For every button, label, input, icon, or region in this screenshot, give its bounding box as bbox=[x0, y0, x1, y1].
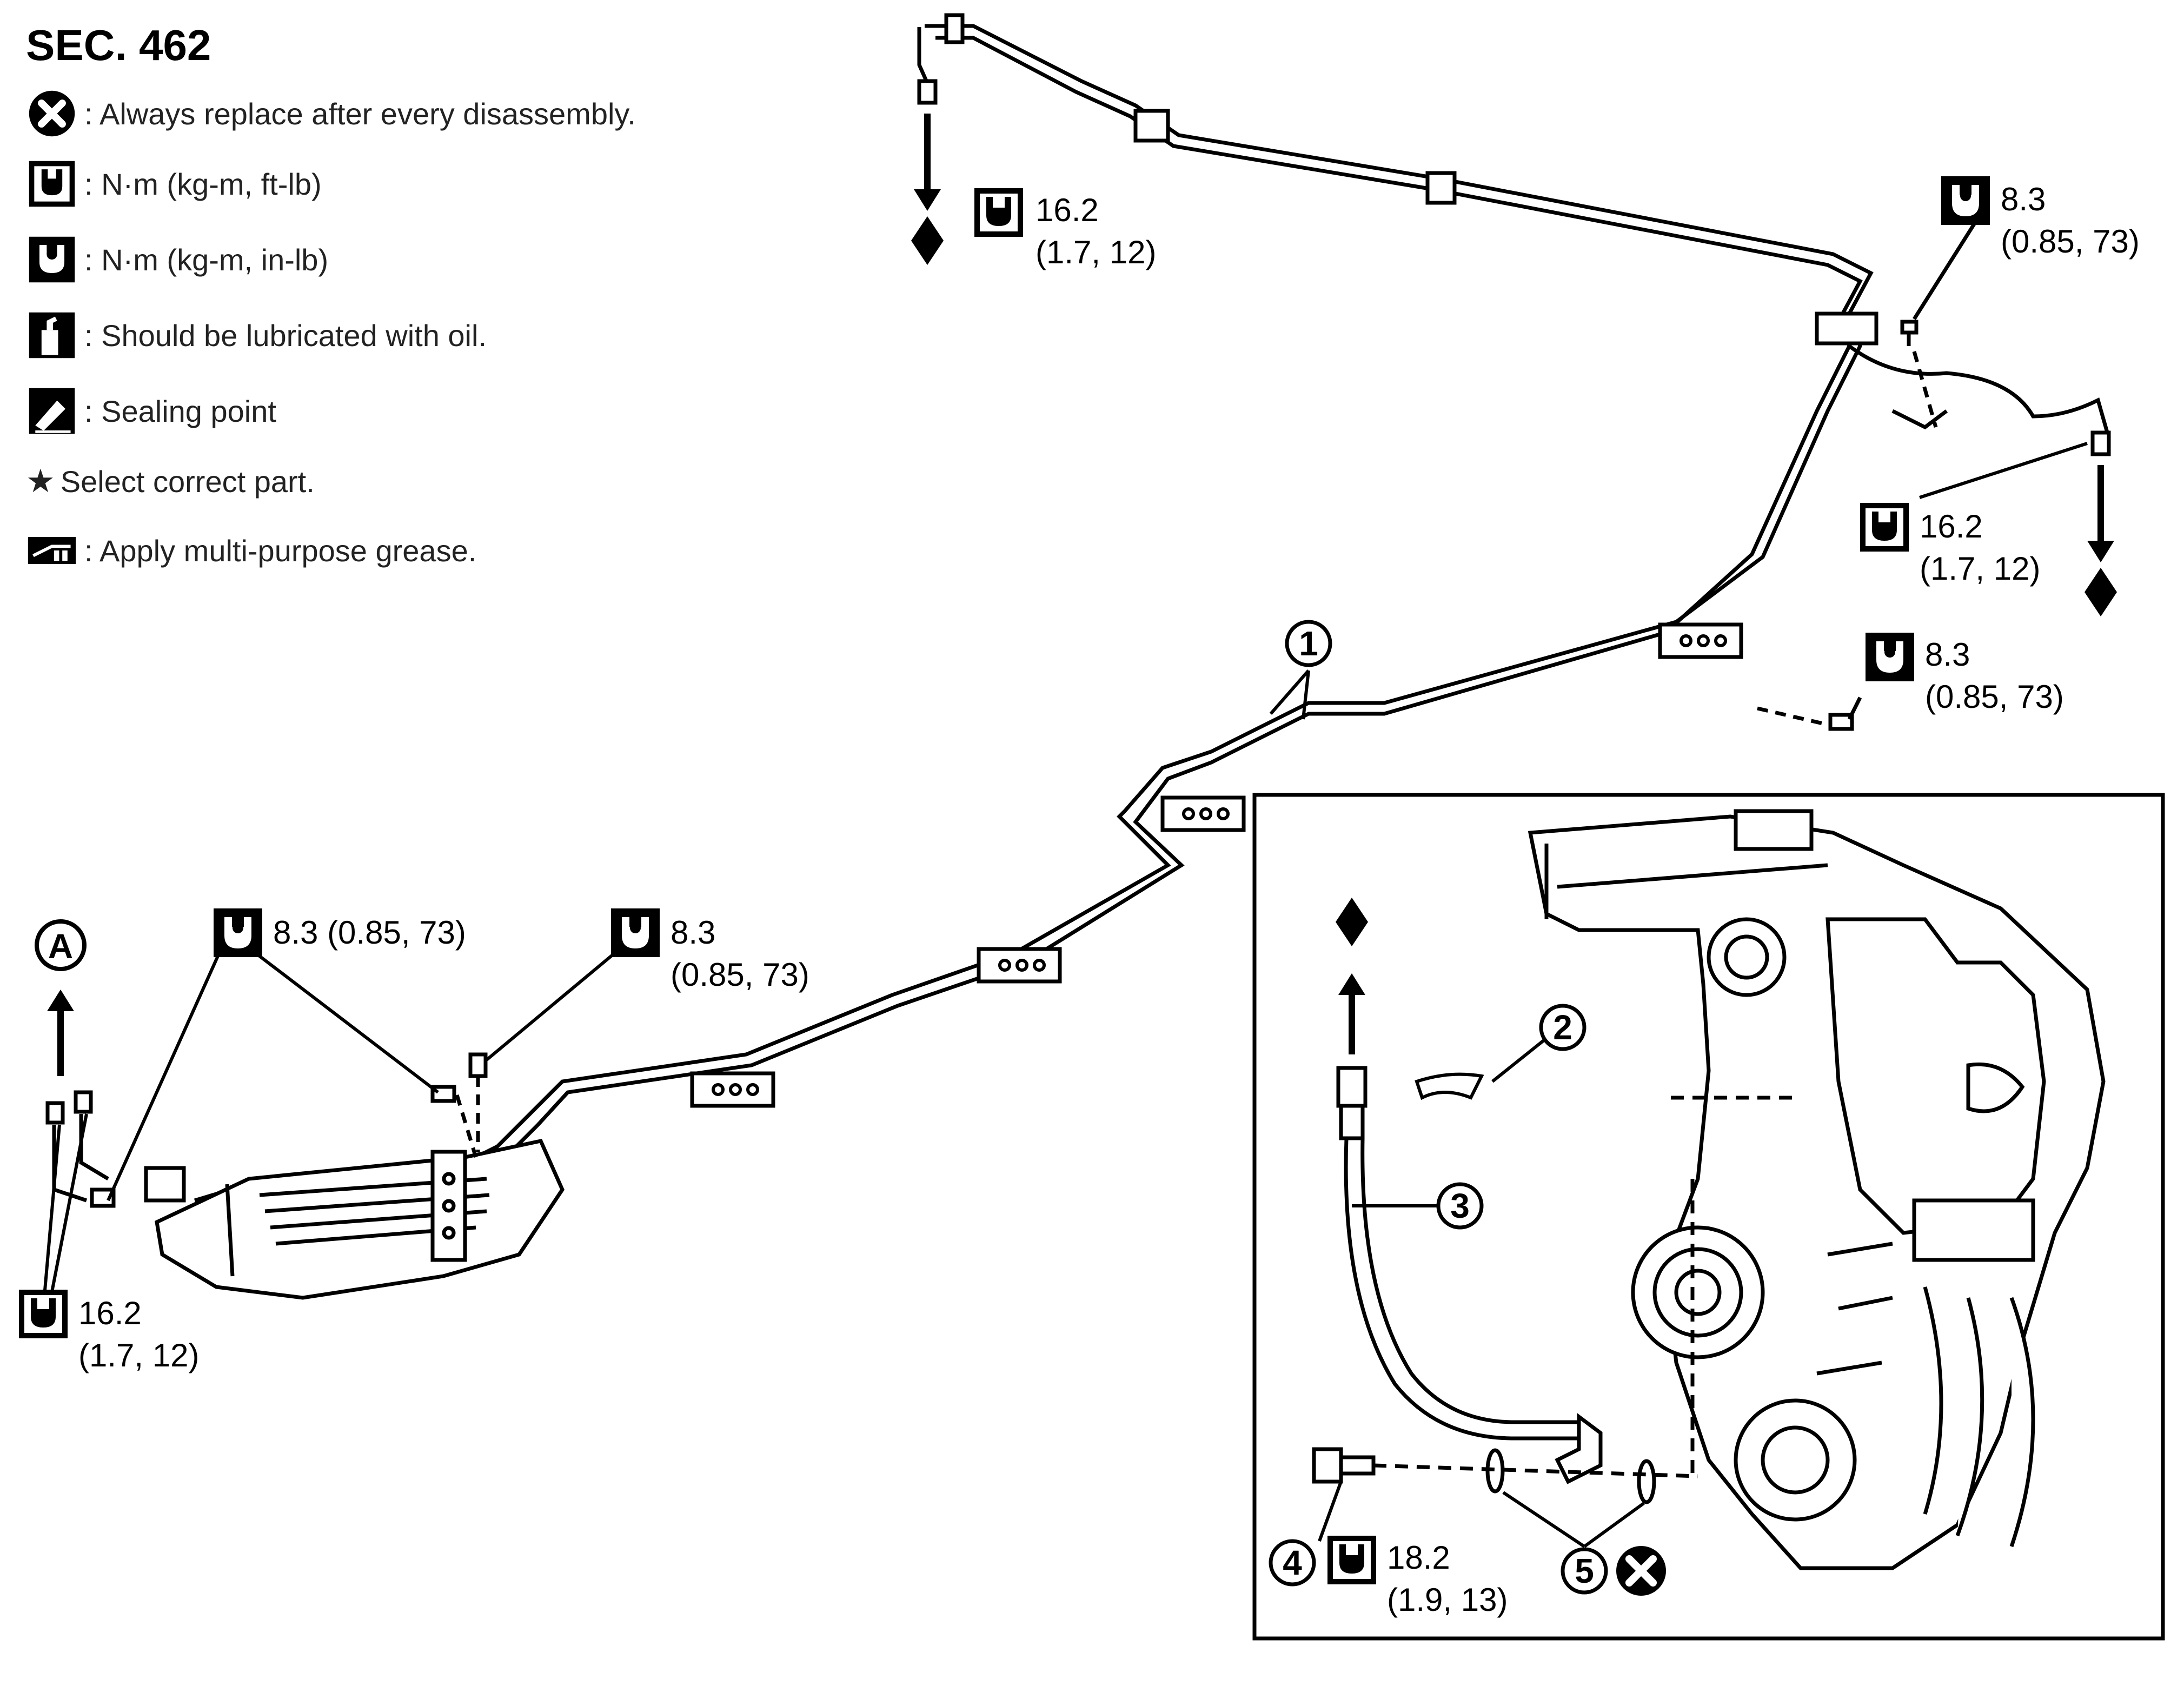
legend-text-star: Select correct part. bbox=[60, 464, 315, 499]
tube-clip-upper-3 bbox=[1815, 311, 1878, 346]
torque-right-fitting-sub: (1.7, 12) bbox=[1920, 550, 2041, 587]
torque-ftlb-icon bbox=[19, 1290, 68, 1338]
tube-clip-middle-1 bbox=[1163, 798, 1244, 830]
callout-4: 4 bbox=[1269, 1539, 1316, 1587]
callout-5-number: 5 bbox=[1575, 1551, 1594, 1590]
torque-left-bolt-label: 8.3 (0.85, 73) bbox=[273, 914, 466, 951]
view-a-arrow bbox=[47, 990, 74, 1076]
legend-sealing: : Sealing point bbox=[26, 384, 276, 438]
legend-text-torque-ftlb: : N·m (kg-m, ft-lb) bbox=[84, 167, 322, 201]
copper-washer-clip bbox=[1415, 1037, 1548, 1100]
left-fittings bbox=[45, 1090, 186, 1208]
torque-inlb-icon bbox=[29, 236, 75, 283]
callout-3-number: 3 bbox=[1450, 1186, 1470, 1225]
torque-ftlb-icon bbox=[1860, 503, 1909, 552]
callout-2: 2 bbox=[1539, 1004, 1586, 1051]
brake-hose bbox=[1336, 1066, 1603, 1484]
sealing-point-icon bbox=[29, 388, 75, 434]
union-bolt bbox=[1312, 1447, 1698, 1484]
tube-clip-middle-3 bbox=[692, 1073, 773, 1106]
torque-right-fitting-value: 16.2 bbox=[1920, 508, 1983, 545]
callout-1: 1 bbox=[1269, 620, 1332, 720]
legend-text-grease: : Apply multi-purpose grease. bbox=[84, 533, 477, 568]
torque-inset-bolt-sub: (1.9, 13) bbox=[1387, 1582, 1508, 1618]
tube-clip-upper-1 bbox=[1133, 109, 1170, 143]
torque-center-bolt-value: 8.3 bbox=[671, 914, 716, 951]
torque-top-right-bolt-value: 8.3 bbox=[2001, 181, 2046, 217]
tube-clip-middle-2 bbox=[979, 949, 1060, 981]
always-replace-icon bbox=[1616, 1546, 1666, 1596]
tube-clip-upper-2 bbox=[1425, 171, 1457, 205]
section-title: SEC. 462 bbox=[26, 21, 211, 69]
copper-washers bbox=[1485, 1096, 1795, 1504]
callout-5: 5 bbox=[1561, 1547, 1608, 1595]
legend-grease: : Apply multi-purpose grease. bbox=[26, 523, 476, 578]
torque-mid-right-bolt-value: 8.3 bbox=[1925, 636, 1970, 673]
top-left-fitting bbox=[917, 13, 965, 105]
inset-leaders bbox=[1318, 1204, 1645, 1548]
view-a-callout: A bbox=[35, 919, 87, 971]
callout-4-number: 4 bbox=[1283, 1543, 1302, 1582]
legend-torque-inlb: : N·m (kg-m, in-lb) bbox=[26, 233, 328, 287]
oil-can-icon bbox=[29, 312, 75, 359]
brake-caliper-assembly bbox=[1528, 809, 2106, 1570]
brake-tube-outer bbox=[194, 24, 1874, 1216]
torque-mid-right-bolt-sub: (0.85, 73) bbox=[1925, 679, 2064, 715]
legend-text-torque-inlb: : N·m (kg-m, in-lb) bbox=[84, 242, 329, 277]
leader-lines-left bbox=[42, 934, 618, 1309]
tube-clip-mid-right bbox=[1660, 625, 1741, 657]
diamond-marker-right bbox=[2085, 568, 2117, 616]
legend-always-replace: : Always replace after every disassembly… bbox=[26, 87, 636, 141]
right-branch-tube bbox=[1848, 344, 2111, 456]
callout-2-number: 2 bbox=[1553, 1008, 1572, 1047]
legend-text-oil: : Should be lubricated with oil. bbox=[84, 318, 487, 353]
right-arrow bbox=[2085, 465, 2117, 616]
torque-ftlb-icon bbox=[1327, 1536, 1376, 1584]
left-bolts bbox=[430, 1052, 488, 1158]
torque-top-right-bolt-sub: (0.85, 73) bbox=[2001, 223, 2140, 260]
callout-1-number: 1 bbox=[1299, 624, 1318, 663]
legend-oil: : Should be lubricated with oil. bbox=[26, 308, 487, 362]
star-icon: ★ bbox=[26, 463, 55, 499]
view-a-letter: A bbox=[48, 927, 73, 966]
torque-inset-bolt-value: 18.2 bbox=[1387, 1539, 1450, 1576]
torque-inlb-icon bbox=[1941, 176, 1990, 225]
legend-text-sealing: : Sealing point bbox=[84, 394, 276, 428]
torque-ftlb-icon bbox=[974, 188, 1023, 237]
bolt-upper-right bbox=[1900, 215, 1981, 428]
legend-star: ★ Select correct part. bbox=[26, 454, 315, 508]
always-replace-icon bbox=[29, 90, 75, 137]
inset-arrow bbox=[1336, 898, 1368, 1054]
top-left-arrow bbox=[911, 114, 944, 265]
torque-center-bolt-sub: (0.85, 73) bbox=[671, 957, 809, 993]
torque-bottom-left-value: 16.2 bbox=[78, 1295, 142, 1331]
torque-bottom-left-sub: (1.7, 12) bbox=[78, 1337, 200, 1373]
diamond-marker-top-left bbox=[911, 216, 944, 265]
legend-torque-ftlb: : N·m (kg-m, ft-lb) bbox=[26, 157, 322, 211]
torque-top-left-value: 16.2 bbox=[1035, 192, 1099, 228]
torque-inlb-icon bbox=[611, 908, 660, 957]
left-bracket bbox=[155, 1138, 565, 1300]
torque-ftlb-icon bbox=[29, 161, 75, 207]
inset-frame bbox=[1252, 793, 2165, 1641]
diamond-marker-inset bbox=[1336, 898, 1368, 946]
bolt-mid-right bbox=[1757, 696, 1862, 731]
legend-text-always-replace: : Always replace after every disassembly… bbox=[84, 96, 636, 131]
callout-3: 3 bbox=[1436, 1182, 1484, 1230]
torque-inlb-icon bbox=[1866, 633, 1914, 681]
torque-top-left-sub: (1.7, 12) bbox=[1035, 234, 1157, 270]
grease-icon bbox=[28, 537, 76, 564]
leader-lines-right bbox=[1919, 442, 2088, 499]
torque-inlb-icon bbox=[214, 908, 262, 957]
